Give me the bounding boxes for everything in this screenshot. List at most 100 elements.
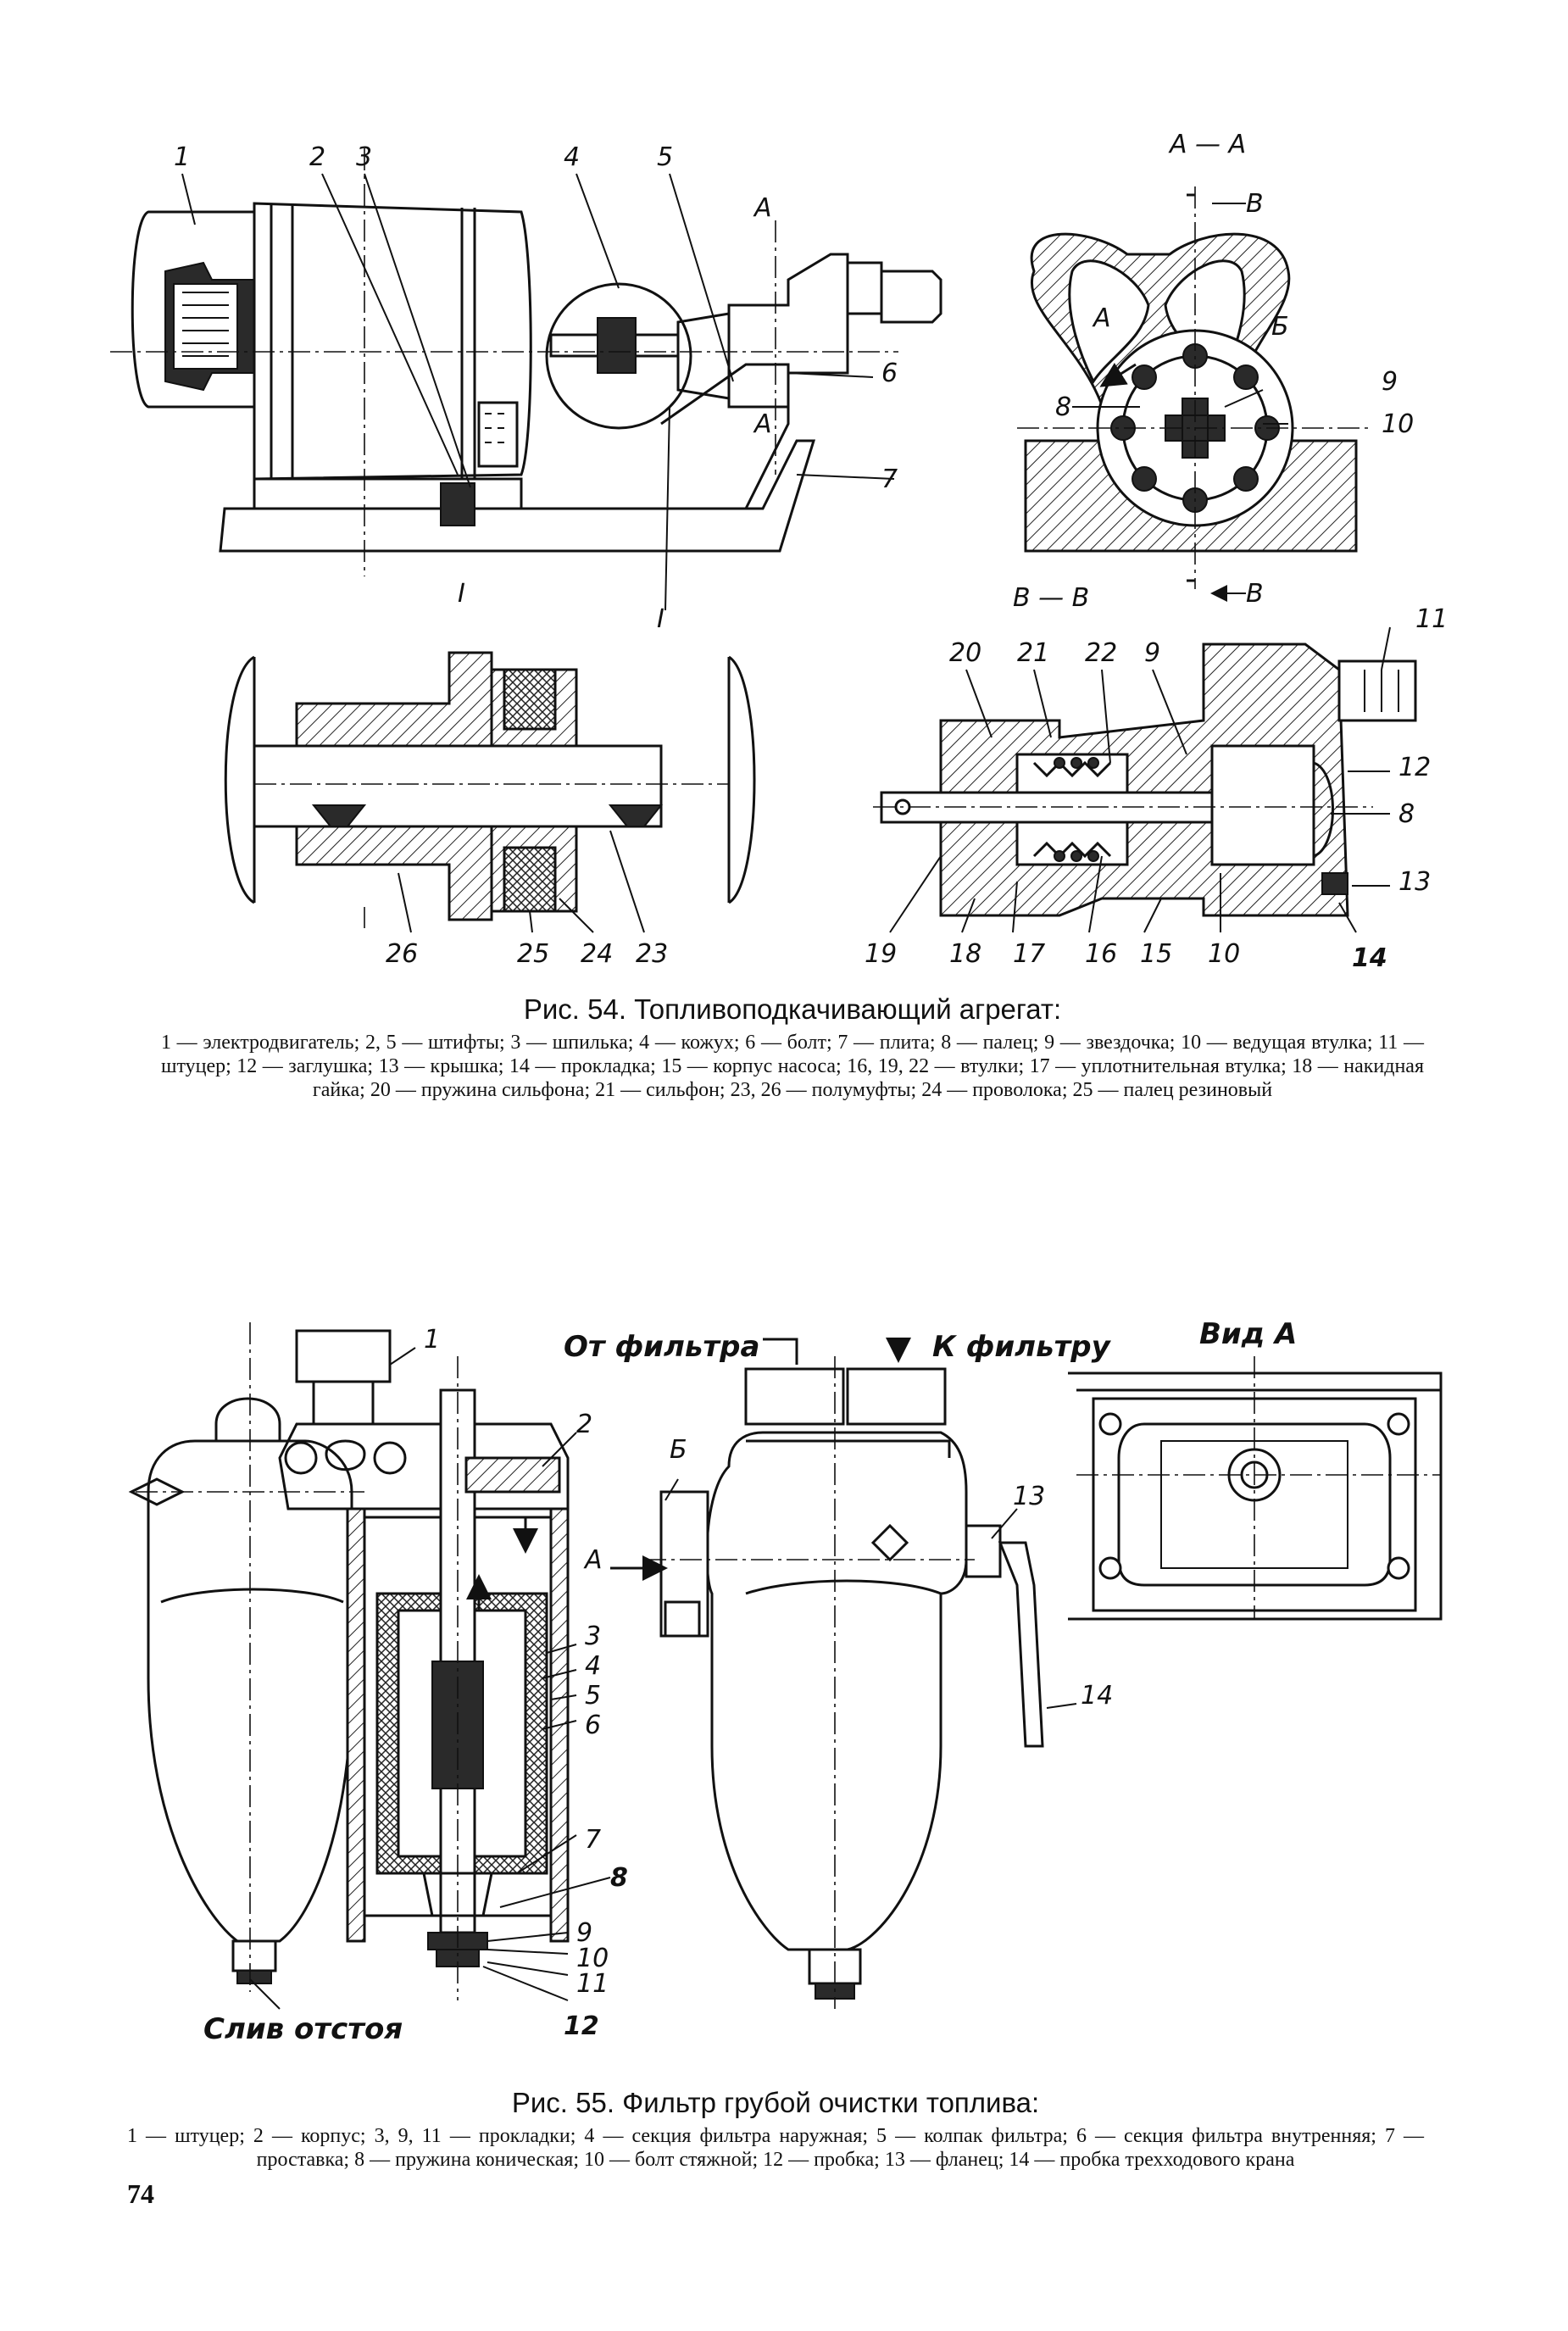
callout-19: 19 bbox=[865, 939, 897, 969]
union-11 bbox=[1337, 659, 1417, 722]
f55-callout-13: 13 bbox=[1013, 1482, 1045, 1511]
callout-26: 26 bbox=[386, 939, 418, 969]
f55-callout-11: 11 bbox=[576, 1969, 609, 1999]
rubber-pin-bottom bbox=[503, 846, 557, 913]
fig54-detail-i bbox=[224, 651, 756, 933]
fig55-title: Рис. 55. Фильтр грубой очистки топлива: bbox=[511, 2087, 1040, 2118]
callout-23: 23 bbox=[636, 939, 668, 969]
bellows-21 bbox=[1032, 760, 1112, 859]
cut-b-top: В bbox=[1246, 189, 1264, 219]
callout-17: 17 bbox=[1013, 939, 1045, 969]
spring-20 bbox=[1054, 757, 1099, 862]
f55-callout-1: 1 bbox=[424, 1325, 440, 1355]
union-to-filter bbox=[846, 1367, 947, 1426]
callout-11: 11 bbox=[1415, 604, 1448, 634]
cone-spring-8 bbox=[422, 1872, 493, 1917]
fig55-labels: От фильтра К фильтру Вид А Слив отстоя А… bbox=[203, 1317, 1297, 2046]
fig54-legend: 1 — электродвигатель; 2, 5 — штифты; 3 —… bbox=[161, 1032, 1424, 1101]
cavity-a-label: А bbox=[1092, 303, 1111, 333]
arrow-a-label: А bbox=[583, 1545, 603, 1575]
view-a-label: Вид А bbox=[1199, 1317, 1297, 1351]
filter-left-view bbox=[147, 1439, 353, 1943]
f55-callout-8: 8 bbox=[610, 1863, 628, 1893]
callout-12: 12 bbox=[1398, 753, 1431, 782]
callout-10a: 10 bbox=[1382, 409, 1414, 439]
to-filter-label: К фильтру bbox=[932, 1330, 1112, 1364]
f55-callout-6: 6 bbox=[585, 1711, 601, 1740]
fig54-caption: Рис. 54. Топливоподкачивающий агрегат: 1… bbox=[161, 993, 1424, 1102]
callout-3: 3 bbox=[356, 142, 372, 172]
section-bb-title: В — В bbox=[1013, 583, 1089, 613]
callout-15: 15 bbox=[1140, 939, 1172, 969]
three-way-valve-14 bbox=[998, 1541, 1044, 1748]
f55-callout-3: 3 bbox=[585, 1622, 601, 1651]
fig55-filter-section bbox=[128, 1322, 611, 2010]
fig54-title: Рис. 54. Топливоподкачивающий агрегат: bbox=[523, 993, 1062, 1025]
cavity-a bbox=[1068, 259, 1150, 384]
fig55-side-view bbox=[610, 1338, 1077, 2009]
pump-bracket bbox=[660, 363, 790, 509]
flange-b-label: Б bbox=[670, 1435, 687, 1465]
fig55-view-a bbox=[1068, 1356, 1443, 1621]
shaft bbox=[253, 744, 663, 828]
callout-6: 6 bbox=[881, 359, 898, 388]
rotor-pins bbox=[1110, 343, 1280, 513]
callout-7: 7 bbox=[881, 465, 898, 494]
pump-union bbox=[880, 270, 942, 324]
callout-1: 1 bbox=[174, 142, 190, 172]
pump-rotor-chamber bbox=[1210, 744, 1315, 866]
leader-from-filter bbox=[763, 1338, 798, 1365]
motor-end-cap bbox=[131, 210, 256, 409]
union-from-filter bbox=[744, 1367, 845, 1426]
callout-10b: 10 bbox=[1208, 939, 1240, 969]
callout-4: 4 bbox=[564, 142, 580, 172]
f55-callout-10: 10 bbox=[576, 1944, 609, 1973]
drain-label: Слив отстоя bbox=[203, 2012, 403, 2046]
page-number: 74 bbox=[127, 2178, 154, 2209]
f55-callout-12: 12 bbox=[564, 2011, 599, 2041]
callout-25: 25 bbox=[517, 939, 549, 969]
base-plate bbox=[219, 439, 816, 553]
filter-side-body bbox=[705, 1431, 968, 1951]
fig55-legend: 1 — штуцер; 2 — корпус; 3, 9, 11 — прокл… bbox=[127, 2125, 1424, 2171]
callout-18: 18 bbox=[949, 939, 981, 969]
cut-b-bottom: В bbox=[1246, 579, 1264, 609]
callout-20: 20 bbox=[949, 638, 981, 668]
callout-22: 22 bbox=[1085, 638, 1117, 668]
callout-8a: 8 bbox=[1055, 392, 1071, 422]
callout-13: 13 bbox=[1398, 867, 1431, 897]
callout-8b: 8 bbox=[1398, 799, 1415, 829]
right-flange bbox=[728, 655, 756, 904]
fig54-side-view bbox=[110, 148, 942, 611]
plug-12 bbox=[1313, 761, 1334, 858]
callout-14: 14 bbox=[1352, 943, 1387, 973]
f55-callout-5: 5 bbox=[585, 1681, 601, 1711]
fig54-labels: 1 2 3 4 5 6 7 А А I А — А В В А Б 8 9 10… bbox=[174, 130, 1448, 973]
fig54-section-aa bbox=[1017, 186, 1373, 593]
f55-callout-14: 14 bbox=[1081, 1681, 1113, 1711]
callout-2: 2 bbox=[309, 142, 325, 172]
f55-callout-7: 7 bbox=[585, 1825, 601, 1855]
cut-a2-label: А bbox=[753, 409, 772, 439]
detail-i-title: I bbox=[458, 579, 465, 609]
coupling-detail-circle bbox=[545, 282, 692, 430]
callout-24: 24 bbox=[581, 939, 613, 969]
cut-a-label: А bbox=[753, 193, 772, 223]
from-filter-label: От фильтра bbox=[564, 1330, 759, 1364]
callout-9a: 9 bbox=[1382, 367, 1398, 397]
f55-callout-2: 2 bbox=[576, 1410, 592, 1439]
left-flange bbox=[224, 655, 255, 904]
rubber-pin-top bbox=[503, 668, 557, 731]
terminal-box bbox=[477, 401, 519, 468]
pump-body bbox=[727, 253, 849, 409]
section-aa-title: А — А bbox=[1168, 130, 1246, 159]
callout-5: 5 bbox=[657, 142, 673, 172]
rotation-arrow bbox=[1099, 362, 1137, 387]
callout-16: 16 bbox=[1085, 939, 1117, 969]
motor-body bbox=[253, 202, 532, 481]
cavity-b-label: Б bbox=[1271, 312, 1289, 342]
fig55-caption: Рис. 55. Фильтр грубой очистки топлива: … bbox=[127, 2087, 1424, 2172]
union-nut-1 bbox=[295, 1329, 392, 1383]
motor-grille bbox=[173, 283, 238, 370]
